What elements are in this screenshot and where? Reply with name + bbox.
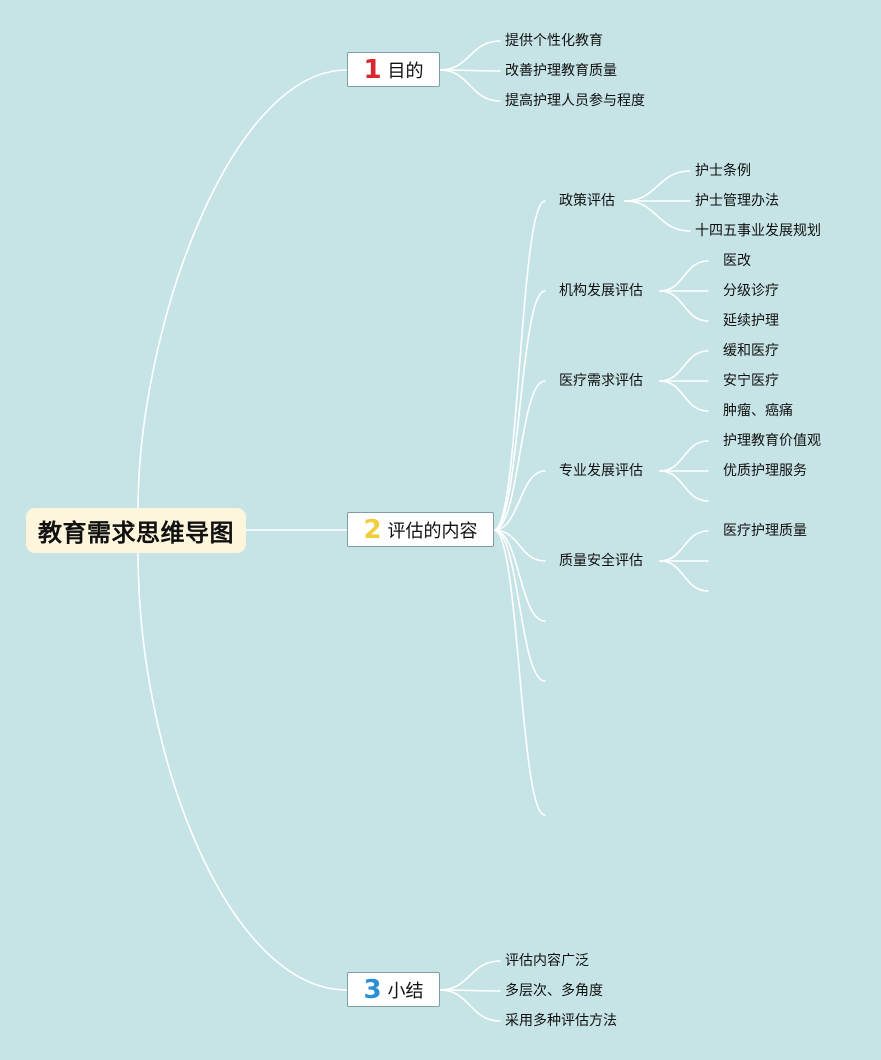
- leaf-item[interactable]: 提供个性化教育: [505, 33, 603, 49]
- branch-label-purpose: 目的: [387, 60, 424, 82]
- leaf-item[interactable]: 缓和医疗: [723, 343, 779, 359]
- branch-purpose[interactable]: 1 目的: [347, 52, 440, 87]
- leaf-item[interactable]: 采用多种评估方法: [505, 1013, 617, 1029]
- branch-label-assessment-content: 评估的内容: [387, 520, 478, 542]
- branch-number-2: 2: [363, 514, 382, 545]
- leaf-item[interactable]: 护士条例: [695, 163, 751, 179]
- topic-institution-development[interactable]: 机构发展评估: [559, 283, 643, 299]
- leaf-item[interactable]: 评估内容广泛: [505, 953, 589, 969]
- leaf-item[interactable]: 分级诊疗: [723, 283, 779, 299]
- leaf-item[interactable]: 肿瘤、癌痛: [723, 403, 793, 419]
- leaf-item[interactable]: 优质护理服务: [723, 463, 807, 479]
- leaf-item[interactable]: 改善护理教育质量: [505, 63, 617, 79]
- leaf-item[interactable]: 医疗护理质量: [723, 523, 807, 539]
- branch-summary[interactable]: 3 小结: [347, 972, 440, 1007]
- topic-medical-demand[interactable]: 医疗需求评估: [559, 373, 643, 389]
- leaf-item[interactable]: 护理教育价值观: [723, 433, 821, 449]
- branch-number-1: 1: [363, 54, 382, 85]
- leaf-item[interactable]: 护士管理办法: [695, 193, 779, 209]
- topic-professional-development[interactable]: 专业发展评估: [559, 463, 643, 479]
- branch-assessment-content[interactable]: 2 评估的内容: [347, 512, 494, 547]
- leaf-item[interactable]: 医改: [723, 253, 751, 269]
- root-title: 教育需求思维导图: [38, 519, 234, 547]
- leaf-item[interactable]: 延续护理: [723, 313, 779, 329]
- leaf-item[interactable]: 多层次、多角度: [505, 983, 603, 999]
- leaf-item[interactable]: 十四五事业发展规划: [695, 223, 821, 239]
- topic-quality-safety[interactable]: 质量安全评估: [559, 553, 643, 569]
- branch-label-summary: 小结: [387, 980, 424, 1002]
- leaf-item[interactable]: 安宁医疗: [723, 373, 779, 389]
- root-node[interactable]: 教育需求思维导图: [26, 508, 246, 553]
- topic-policy-assessment[interactable]: 政策评估: [559, 193, 615, 209]
- leaf-item[interactable]: 提高护理人员参与程度: [505, 93, 645, 109]
- branch-number-3: 3: [363, 974, 382, 1005]
